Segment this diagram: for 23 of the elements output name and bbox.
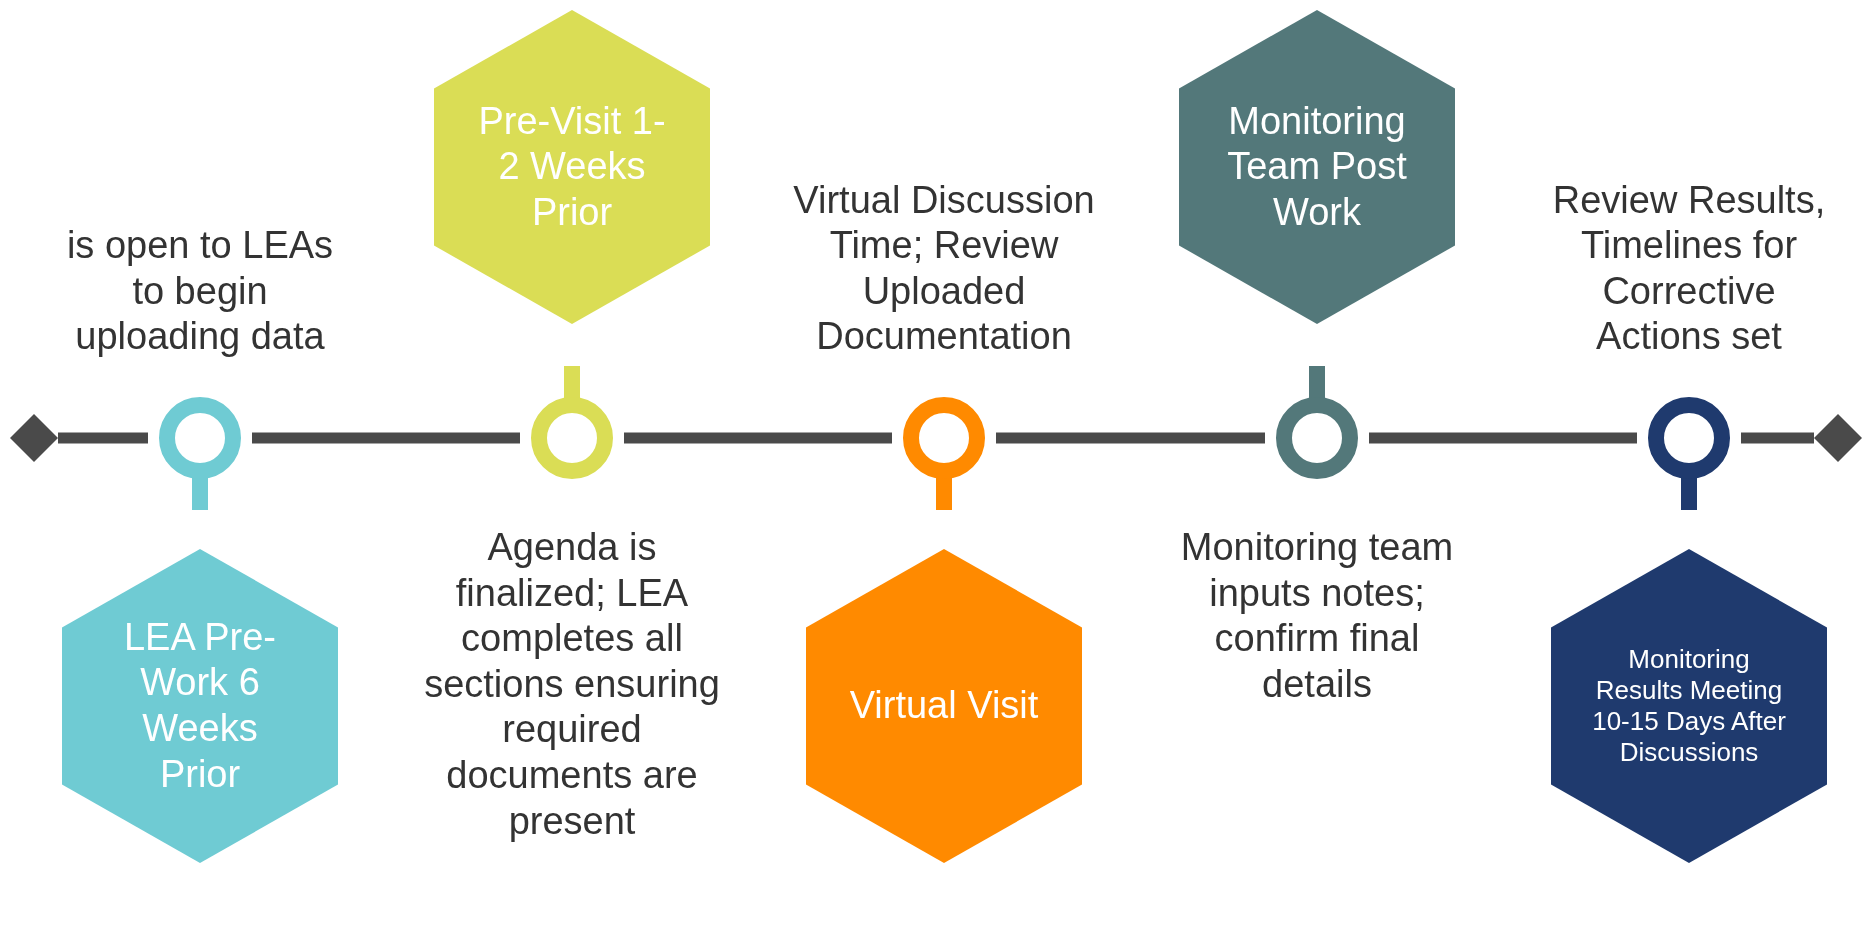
step-title: Monitoring Team Post Work	[1226, 98, 1408, 235]
step-description: is open to LEAs to begin uploading data	[65, 223, 335, 360]
ring-marker	[1275, 366, 1359, 480]
step-title: LEA Pre-Work 6 Weeks Prior	[122, 614, 278, 797]
step-description: Review Results, Timelines for Corrective Actions set	[1551, 177, 1827, 360]
timeline-line	[1741, 432, 1814, 444]
step-description: Monitoring team inputs notes; confirm final details	[1179, 525, 1455, 707]
step-description: Virtual Discussion Time; Review Uploaded Documentation	[792, 177, 1096, 360]
step-description: Agenda is finalized; LEA completes all sections ensuring required documents are present	[423, 525, 721, 844]
ring-marker	[530, 366, 614, 480]
end-diamond	[1814, 414, 1862, 462]
timeline-line	[624, 432, 892, 444]
step-title: Monitoring Results Meeting 10-15 Days After Discussions	[1591, 643, 1787, 769]
timeline-line	[58, 432, 148, 444]
ring-marker	[902, 396, 986, 510]
timeline-line	[996, 432, 1265, 444]
step-title: Virtual Visit	[848, 683, 1040, 729]
end-diamond	[10, 414, 58, 462]
step-title: Pre-Visit 1-2 Weeks Prior	[477, 98, 667, 235]
ring-marker	[1647, 396, 1731, 510]
ring-marker	[158, 396, 242, 510]
timeline-line	[252, 432, 520, 444]
timeline-line	[1369, 432, 1637, 444]
